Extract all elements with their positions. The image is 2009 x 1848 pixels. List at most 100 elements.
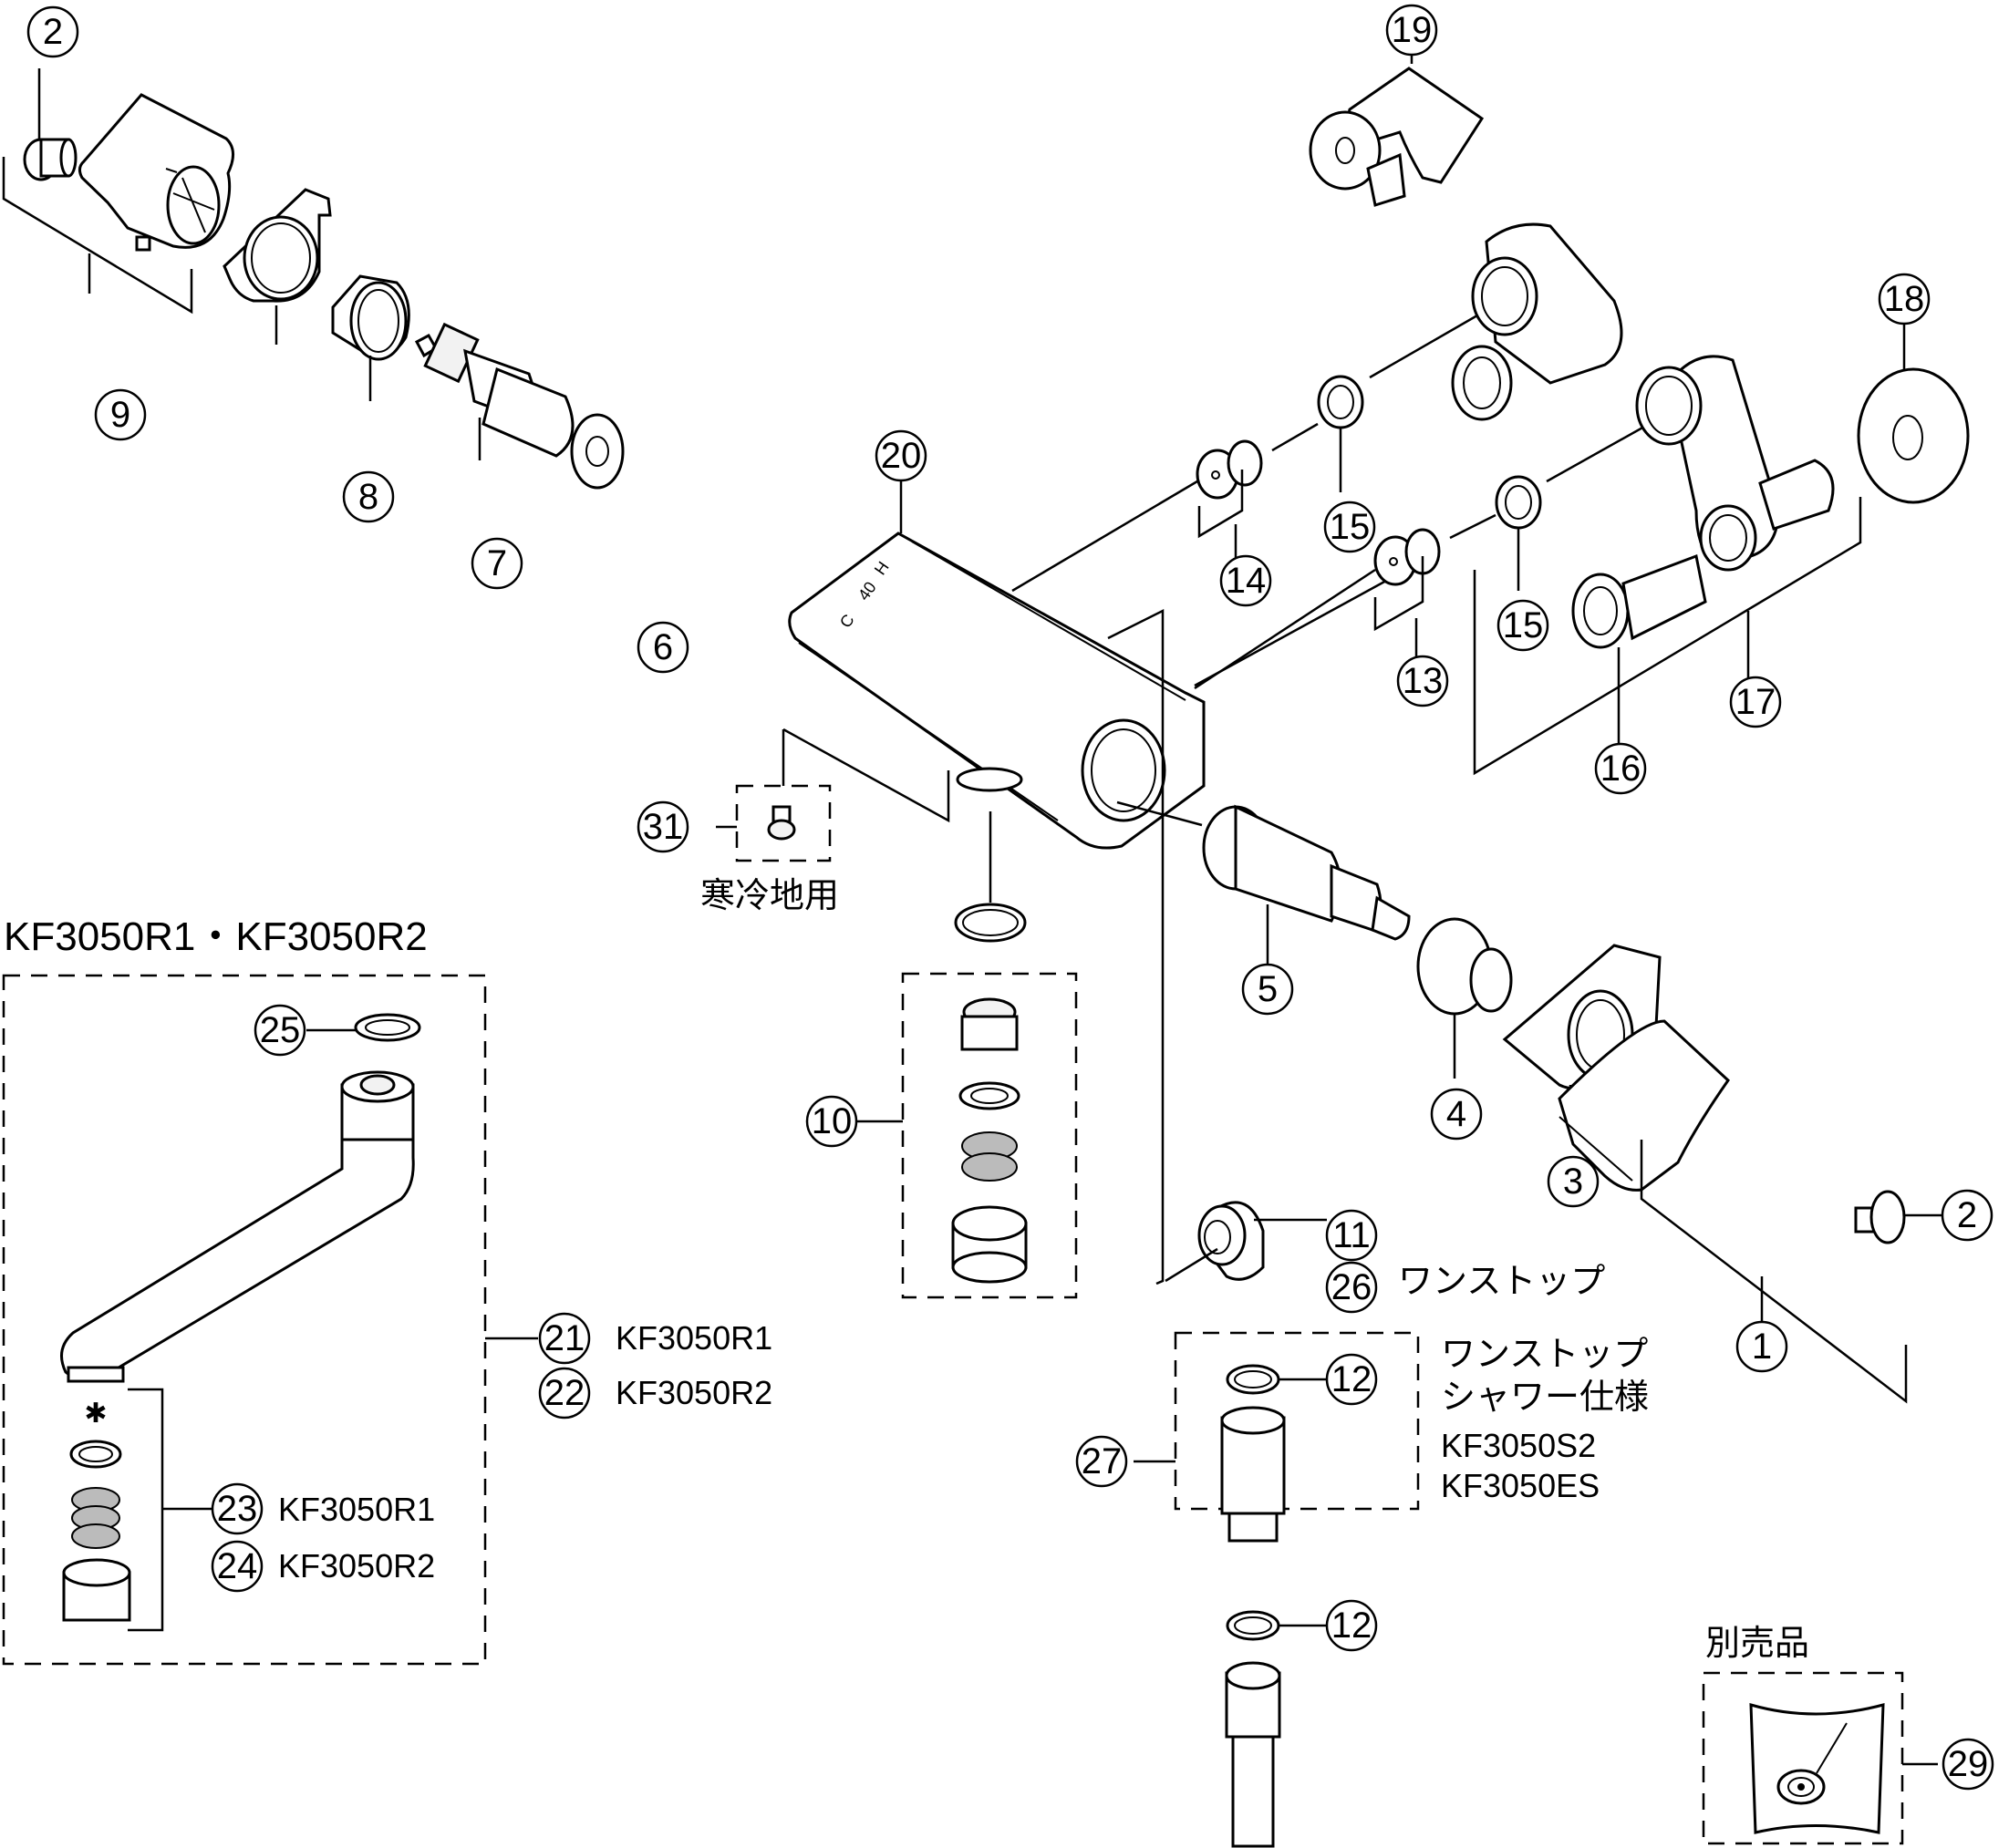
model-21-label: KF3050R1: [616, 1319, 772, 1357]
svg-text:18: 18: [1884, 279, 1925, 319]
callout-19: 19: [1385, 4, 1438, 57]
callout-15-lower: 15: [1496, 599, 1549, 652]
svg-text:20: 20: [881, 436, 922, 476]
callout-12-lower: 12: [1325, 1599, 1378, 1652]
callout-1: 1: [1735, 1320, 1788, 1373]
callout-20: 20: [875, 429, 927, 482]
callout-16: 16: [1594, 742, 1647, 795]
one-stop-shower-line2: シャワー仕様: [1441, 1377, 1649, 1417]
svg-text:27: 27: [1082, 1441, 1123, 1481]
svg-text:25: 25: [260, 1010, 301, 1050]
callout-27: 27: [1075, 1435, 1128, 1488]
callout-10: 10: [805, 1095, 858, 1148]
svg-text:1: 1: [1752, 1327, 1772, 1367]
part-8-adaptor: [223, 188, 332, 303]
callout-14: 14: [1219, 554, 1272, 607]
part-18-escutcheon-plate: [1857, 367, 1970, 504]
callout-15-upper: 15: [1323, 501, 1376, 553]
part-19-shower-holder: [1309, 67, 1485, 207]
svg-text:6: 6: [653, 627, 673, 667]
svg-text:3: 3: [1563, 1161, 1583, 1202]
part-12-washer-b: [1226, 1610, 1280, 1641]
model-22-label: KF3050R2: [616, 1374, 772, 1411]
svg-text:19: 19: [1392, 10, 1433, 50]
callout-23: 23: [211, 1482, 264, 1535]
svg-text:9: 9: [110, 395, 130, 435]
model-24-label: KF3050R2: [278, 1547, 435, 1585]
svg-text:12: 12: [1331, 1359, 1372, 1399]
svg-text:21: 21: [544, 1318, 585, 1358]
part-elbow-union-upper: [1451, 222, 1623, 421]
part-10-aerator-set: [951, 997, 1028, 1284]
sold-separately-box: [1702, 1671, 1904, 1845]
callout-17: 17: [1729, 676, 1782, 728]
part-4-hex-nut: [1416, 917, 1513, 1016]
callout-21: 21: [538, 1312, 591, 1365]
part-16-filter-strainer: [1571, 553, 1707, 649]
callout-5: 5: [1241, 963, 1294, 1016]
svg-text:14: 14: [1226, 561, 1267, 601]
callout-11: 11: [1325, 1209, 1378, 1262]
callout-2-left: 2: [26, 5, 79, 58]
part-31-drain-plug: [767, 805, 796, 841]
part-25-spout-washer: [354, 1013, 421, 1042]
model-23-label: KF3050R1: [278, 1491, 435, 1528]
one-stop-label: ワンストップ: [1398, 1261, 1605, 1301]
part-21-22-spout: [60, 1070, 415, 1383]
svg-text:12: 12: [1331, 1605, 1372, 1646]
rectifier-icon: ✱: [84, 1398, 107, 1430]
svg-text:7: 7: [487, 543, 507, 583]
part-5-thermo-cartridge: [1202, 804, 1411, 941]
spout-group-title: KF3050R1・KF3050R2: [4, 914, 428, 959]
spout-group-box: [2, 974, 487, 1666]
model-kf3050es: KF3050ES: [1441, 1467, 1600, 1504]
svg-text:31: 31: [643, 807, 684, 847]
part-15-washer-b: [1495, 475, 1542, 530]
svg-text:2: 2: [43, 12, 63, 52]
callout-22: 22: [538, 1367, 591, 1420]
callout-9: 9: [94, 388, 147, 441]
callout-2-right: 2: [1941, 1189, 1993, 1242]
part-7-ring-nut: [331, 274, 410, 361]
part-17-elbow-union-lower: [1635, 355, 1835, 572]
model-kf3050s2: KF3050S2: [1441, 1427, 1596, 1464]
part-14-check-valve: [1196, 439, 1263, 500]
callout-13: 13: [1396, 655, 1449, 707]
shower-hose-end: [1225, 1661, 1281, 1848]
svg-text:13: 13: [1403, 661, 1444, 701]
svg-text:24: 24: [217, 1546, 258, 1586]
part-9-handle-left: [78, 93, 234, 252]
svg-text:15: 15: [1503, 605, 1544, 645]
callout-25: 25: [254, 1004, 306, 1057]
svg-text:4: 4: [1446, 1094, 1466, 1134]
svg-text:17: 17: [1735, 682, 1776, 722]
part-2-cap-left: [23, 138, 78, 181]
svg-text:5: 5: [1258, 969, 1278, 1009]
svg-text:8: 8: [358, 477, 378, 517]
part-23-24-aerator-set: ✱: [62, 1398, 131, 1622]
svg-text:26: 26: [1331, 1267, 1372, 1307]
svg-text:23: 23: [217, 1489, 258, 1529]
svg-text:22: 22: [544, 1373, 585, 1413]
callout-7: 7: [471, 537, 523, 590]
one-stop-shower-line1: ワンストップ: [1441, 1334, 1648, 1374]
callout-29: 29: [1942, 1738, 1994, 1791]
svg-text:16: 16: [1600, 748, 1641, 789]
svg-text:15: 15: [1330, 507, 1371, 547]
part-11-elbow-fitting: [1197, 1201, 1265, 1281]
part-27-adaptor-fitting: [1220, 1406, 1286, 1543]
cold-region-label: 寒冷地用: [700, 875, 839, 915]
part-29-package: [1749, 1702, 1885, 1834]
callout-18: 18: [1878, 273, 1931, 325]
part-20-main-body: C 40 H: [788, 532, 1206, 850]
svg-text:2: 2: [1957, 1195, 1977, 1235]
part-6-cartridge: [414, 322, 625, 490]
part-13-check-valve: [1373, 528, 1441, 586]
aerator-set-box: [901, 972, 1078, 1299]
svg-text:29: 29: [1948, 1744, 1989, 1784]
part-15-washer-a: [1317, 375, 1364, 429]
callout-8: 8: [342, 470, 395, 523]
svg-text:11: 11: [1332, 1215, 1371, 1255]
callout-4: 4: [1430, 1088, 1483, 1141]
